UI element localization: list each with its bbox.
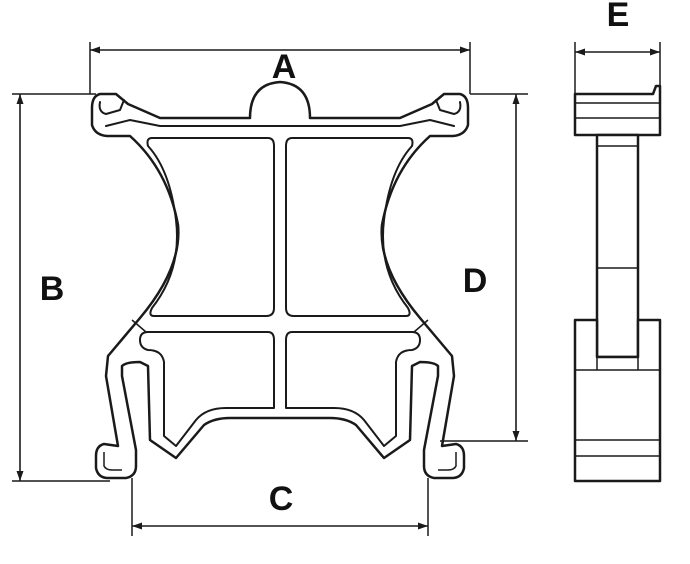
front-view-upper-left-cavity (146, 137, 275, 317)
front-view-left-hook (98, 99, 125, 115)
front-view-right-hook (435, 99, 462, 115)
front-view-outline (90, 80, 470, 480)
front-view-left-side-contour (131, 319, 147, 333)
front-view-right-side-contour (413, 319, 429, 333)
front-view: A B C D (12, 42, 528, 536)
front-view-upper-right-cavity (285, 137, 414, 317)
dim-label-e: E (607, 0, 630, 34)
front-view-right-foot-detail (438, 452, 457, 471)
front-view-lower-right-cavity (285, 331, 421, 447)
dim-label-d: D (463, 262, 488, 300)
dim-label-b: B (40, 270, 65, 308)
dim-label-a: A (272, 48, 297, 86)
front-view-lower-left-cavity (139, 331, 275, 447)
front-view-left-foot-detail (103, 452, 122, 471)
side-view: E (573, 0, 662, 483)
side-view-stem (595, 133, 640, 359)
side-view-top-flange (573, 84, 662, 137)
front-view-top-rail (105, 119, 455, 127)
dim-label-c: C (269, 480, 294, 518)
